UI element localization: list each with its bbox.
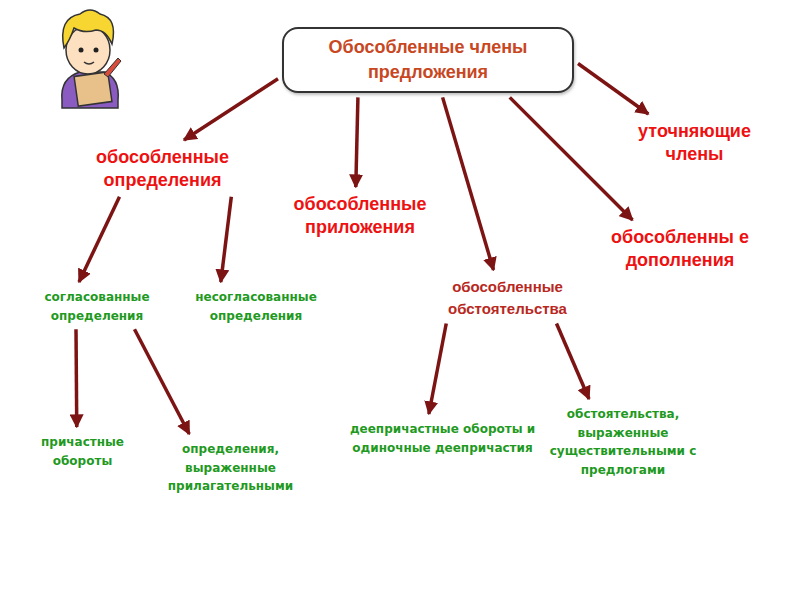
node-text: уточняющие члены <box>612 120 777 167</box>
subcategory-label: согласованные определения <box>22 288 172 325</box>
category-label: обособленные обстоятельства <box>420 276 595 320</box>
node-text: несогласованные определения <box>176 288 336 325</box>
node-text: определения, выраженные прилагательными <box>148 440 313 496</box>
arrow-connector <box>356 97 358 187</box>
subcategory-label: обстоятельства, выраженные существительн… <box>538 405 708 479</box>
arrow-connector <box>443 97 494 270</box>
child-paper <box>74 72 112 106</box>
node-text: согласованные определения <box>22 288 172 325</box>
child-hair <box>63 10 114 48</box>
node-text: обособленны е дополнения <box>585 226 775 273</box>
arrow-connector <box>79 197 120 282</box>
title-box: Обособленные члены предложения <box>282 27 574 93</box>
arrow-connector <box>510 97 633 220</box>
arrow-connector <box>578 64 648 114</box>
arrow-connector <box>184 79 278 140</box>
category-label: обособленные определения <box>55 146 270 193</box>
node-text: Обособленные члены предложения <box>294 35 562 85</box>
child-body <box>62 72 118 108</box>
category-label: обособленны е дополнения <box>585 226 775 273</box>
node-text: деепричастные обороты и одиночные деепри… <box>345 420 540 457</box>
arrow-connector <box>135 329 190 434</box>
arrow-connector <box>221 197 232 282</box>
subcategory-label: деепричастные обороты и одиночные деепри… <box>345 420 540 457</box>
child-eye <box>79 48 84 53</box>
node-text: обособленные приложения <box>255 193 465 240</box>
category-label: уточняющие члены <box>612 120 777 167</box>
child-eye <box>94 48 99 53</box>
category-label: обособленные приложения <box>255 193 465 240</box>
node-text: обособленные обстоятельства <box>420 276 595 320</box>
arrow-connector <box>557 324 590 400</box>
subcategory-label: несогласованные определения <box>176 288 336 325</box>
subcategory-label: определения, выраженные прилагательными <box>148 440 313 496</box>
node-text: обстоятельства, выраженные существительн… <box>538 405 708 479</box>
arrow-connector <box>74 329 78 427</box>
child-mouth <box>84 62 94 64</box>
node-text: обособленные определения <box>55 146 270 193</box>
node-text: причастные обороты <box>25 433 140 470</box>
arrow-connector <box>429 324 446 415</box>
child-pencil <box>104 58 121 77</box>
cartoon-child <box>62 10 121 108</box>
subcategory-label: причастные обороты <box>25 433 140 470</box>
